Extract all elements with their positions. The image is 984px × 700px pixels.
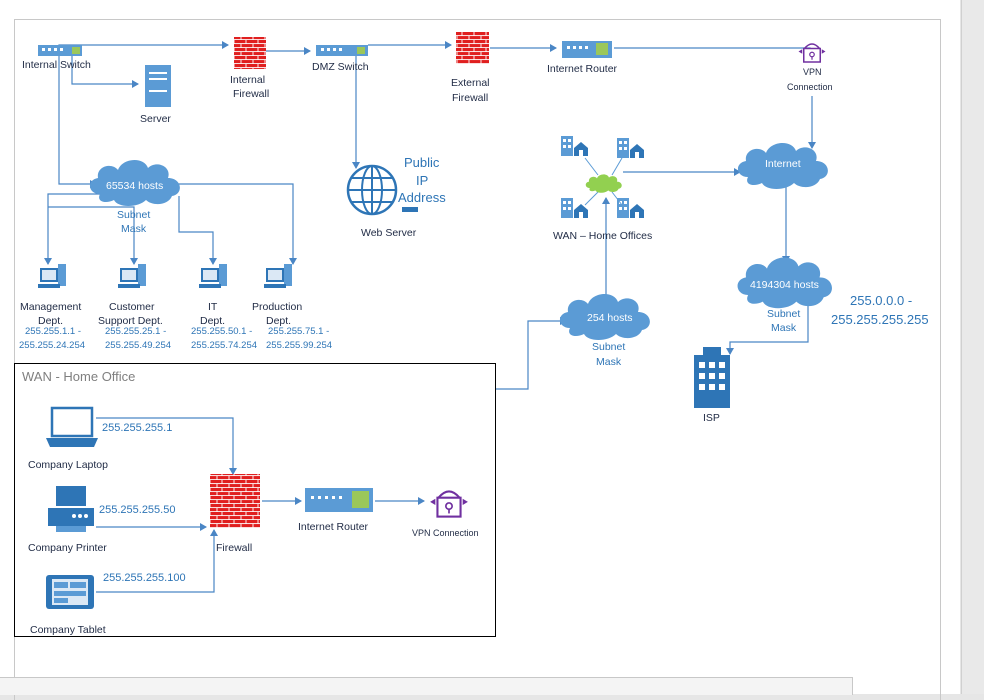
dept-it-name-1: IT [208, 301, 218, 313]
dmz-switch-icon [316, 45, 368, 56]
home-router-icon [305, 488, 373, 512]
dept-management-name-1: Management [20, 301, 81, 313]
link-switch-to-cloud65534 [58, 52, 97, 188]
dept-production-name-2: Dept. [266, 315, 291, 327]
cloud-65534-hosts: 65534 hosts [106, 180, 163, 192]
link-switch-to-server [71, 52, 139, 88]
it-pc-icon [199, 264, 227, 288]
dept-it-range-2: 255.255.74.254 [191, 340, 257, 351]
internet-label: Internet [765, 158, 801, 170]
dept-customer-name-1: Customer [109, 301, 155, 313]
dept-management-name-2: Dept. [38, 315, 63, 327]
cloud-254-mask-2: Mask [596, 356, 622, 368]
management-pc-icon [38, 264, 66, 288]
public-ip-label-2: IP [416, 173, 428, 188]
document-page [0, 0, 960, 700]
internet-router-icon [562, 41, 612, 58]
dept-it-range-1: 255.255.50.1 - [191, 326, 252, 337]
link-cloud4194304-to-isp [726, 305, 809, 355]
horizontal-scrollbar[interactable] [0, 677, 853, 695]
dept-production-range-2: 255.255.99.254 [266, 340, 332, 351]
wan-home-offices-label: WAN – Home Offices [553, 230, 652, 242]
isp-label: ISP [703, 412, 720, 424]
cloud-254-mask-1: Subnet [592, 341, 625, 353]
link-router-to-vpn [614, 47, 814, 57]
internal-firewall-label-2: Firewall [233, 88, 269, 100]
home-firewall-label: Firewall [216, 542, 252, 554]
internal-firewall-icon [234, 37, 266, 69]
home-office-frame [14, 363, 496, 637]
laptop-ip: 255.255.255.1 [102, 422, 172, 434]
home-vpn-label: VPN Connection [412, 528, 479, 538]
production-pc-icon [264, 264, 292, 288]
home-office-title: WAN - Home Office [22, 369, 135, 384]
dmz-switch-label: DMZ Switch [312, 61, 369, 73]
printer-icon [48, 486, 94, 532]
server-label: Server [140, 113, 171, 125]
customer-support-pc-icon [118, 264, 146, 288]
wan-home-offices-icon [561, 136, 644, 218]
link-cloud-to-management [44, 193, 118, 265]
cloud-4194304-mask-1: Subnet [767, 308, 800, 320]
dept-it-name-2: Dept. [200, 315, 225, 327]
cloud-4194304-mask-2: Mask [771, 322, 797, 334]
laptop-label: Company Laptop [28, 459, 108, 471]
link-cloud-to-customer-support [48, 206, 138, 265]
external-firewall-label-2: Firewall [452, 92, 488, 104]
cloud-254-hosts: 254 hosts [587, 312, 633, 324]
globe-icon [346, 164, 418, 216]
dept-production-range-1: 255.255.75.1 - [268, 326, 329, 337]
server-icon [145, 65, 171, 107]
internal-switch-label: Internal Switch [22, 59, 91, 71]
network-diagram: Internal Switch Server Internal Firewall… [14, 32, 929, 637]
link-laptop-to-firewall [96, 417, 237, 475]
cloud-65534-mask-1: Subnet [117, 209, 150, 221]
link-home-office-to-cloud254 [496, 317, 567, 390]
public-ip-label-1: Public [404, 155, 440, 170]
tablet-label: Company Tablet [30, 624, 106, 636]
external-firewall-icon [456, 32, 489, 64]
isp-range-2: 255.255.255.255 [831, 312, 929, 327]
link-cloud-to-production [176, 183, 297, 265]
laptop-icon [46, 406, 98, 447]
vpn-label-2: Connection [787, 82, 833, 92]
link-tablet-to-firewall [96, 529, 218, 593]
dept-customer-range-1: 255.255.25.1 - [105, 326, 166, 337]
printer-label: Company Printer [28, 542, 107, 554]
dept-customer-name-2: Support Dept. [98, 315, 163, 327]
tablet-ip: 255.255.255.100 [103, 572, 186, 584]
home-router-label: Internet Router [298, 521, 369, 533]
internal-switch-icon [38, 45, 82, 56]
vertical-scrollbar[interactable] [961, 0, 984, 694]
dept-customer-range-2: 255.255.49.254 [105, 340, 171, 351]
link-switch-to-internal-firewall [58, 41, 229, 49]
isp-building-icon [694, 347, 730, 408]
page-border [14, 19, 941, 700]
web-server-label: Web Server [361, 227, 417, 239]
isp-range-1: 255.0.0.0 - [850, 293, 912, 308]
vpn-label-1: VPN [803, 67, 822, 77]
home-firewall-icon [210, 474, 260, 528]
internal-firewall-label-1: Internal [230, 74, 265, 86]
dept-management-range-2: 255.255.24.254 [19, 340, 85, 351]
link-cloud-to-it [178, 196, 217, 265]
printer-ip: 255.255.255.50 [99, 504, 175, 516]
tablet-icon [46, 575, 94, 609]
dept-production-name-1: Production [252, 301, 302, 313]
external-firewall-label-1: External [451, 77, 490, 89]
home-vpn-icon [429, 490, 469, 518]
dept-management-range-1: 255.255.1.1 - [25, 326, 81, 337]
public-ip-label-3: Address [398, 190, 446, 205]
internet-router-label: Internet Router [547, 63, 618, 75]
cloud-4194304-hosts: 4194304 hosts [750, 279, 819, 291]
vpn-icon [797, 43, 827, 63]
cloud-65534-mask-2: Mask [121, 223, 147, 235]
